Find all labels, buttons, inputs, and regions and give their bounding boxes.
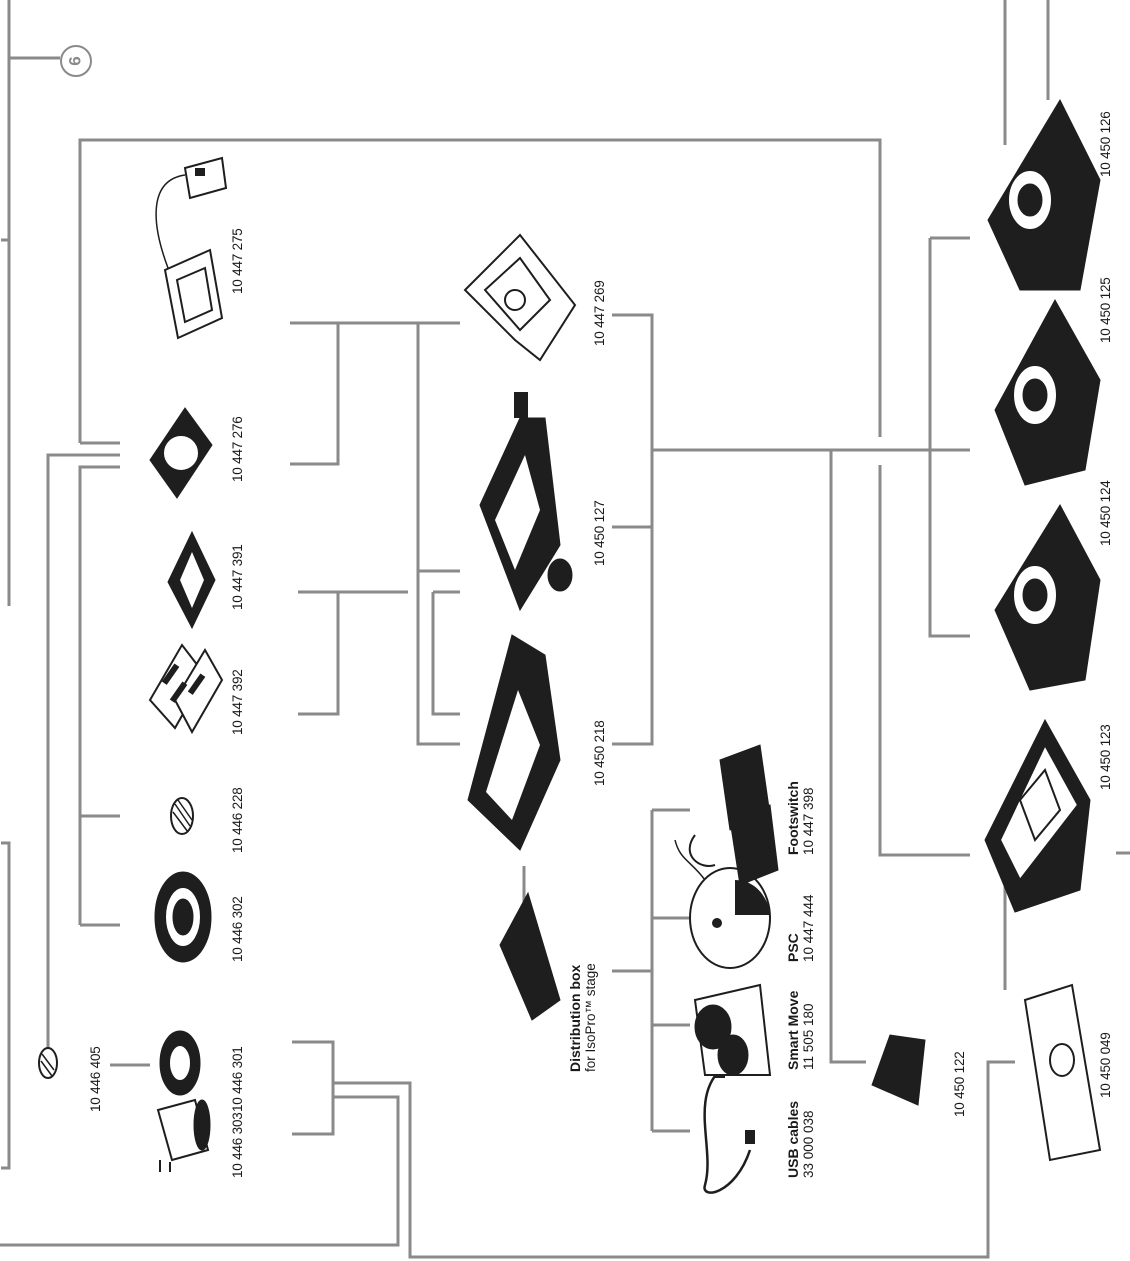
specimen-holder-218-illustration	[468, 635, 560, 850]
label-10446228: 10 446 228	[230, 787, 245, 853]
insert-plate-391-illustration	[168, 532, 215, 628]
label-10446303: 10 446 303	[230, 1112, 245, 1178]
smart-move-illustration	[695, 985, 770, 1075]
smart-move-label: Smart Move 11 505 180	[786, 991, 816, 1070]
insert-frame-269-illustration	[465, 235, 575, 360]
ring-301-illustration	[160, 1031, 200, 1095]
usb-cable-illustration	[705, 1064, 755, 1193]
distribution-box-label: Distribution box for IsoPro™ stage	[568, 963, 598, 1072]
label-10450125: 10 450 125	[1098, 277, 1113, 343]
footswitch-illustration	[690, 745, 778, 885]
label-10450122: 10 450 122	[952, 1051, 967, 1117]
distribution-box-subtitle: for IsoPro™ stage	[583, 963, 598, 1072]
label-10450218: 10 450 218	[592, 720, 607, 786]
stage-125-illustration	[995, 300, 1100, 485]
psc-label: PSC 10 447 444	[786, 894, 816, 962]
section-marker: 6	[60, 45, 92, 77]
smart-move-title: Smart Move	[786, 991, 801, 1070]
label-10446301: 10 446 301	[230, 1046, 245, 1112]
rotating-stage-illustration	[155, 872, 211, 962]
label-10450049: 10 450 049	[1098, 1032, 1113, 1098]
section-marker-number: 6	[66, 56, 86, 65]
insert-plate-276-illustration	[150, 408, 212, 498]
stage-123-illustration	[985, 720, 1090, 912]
label-10447392: 10 447 392	[230, 669, 245, 735]
psc-title: PSC	[786, 894, 801, 962]
usb-cables-label: USB cables 33 000 038	[786, 1101, 816, 1178]
filter-405-illustration	[39, 1048, 57, 1078]
distribution-box-illustration	[500, 893, 560, 1020]
distribution-box-title: Distribution box	[568, 963, 583, 1072]
label-10446302: 10 446 302	[230, 896, 245, 962]
heating-insert-illustration	[156, 158, 226, 338]
stage-124-illustration	[995, 505, 1100, 690]
usb-cables-title: USB cables	[786, 1101, 801, 1178]
label-10446405: 10 446 405	[88, 1046, 103, 1112]
insert-plate-392-illustration	[150, 645, 222, 732]
label-10447391: 10 447 391	[230, 544, 245, 610]
smart-move-number: 11 505 180	[801, 991, 816, 1070]
label-10450123: 10 450 123	[1098, 724, 1113, 790]
label-10447276: 10 447 276	[230, 416, 245, 482]
stage-049-illustration	[1025, 985, 1100, 1160]
stage-122-illustration	[872, 1035, 925, 1105]
label-10447275: 10 447 275	[230, 228, 245, 294]
label-10450127: 10 450 127	[592, 500, 607, 566]
psc-number: 10 447 444	[801, 894, 816, 962]
footswitch-label: Footswitch 10 447 398	[786, 781, 816, 855]
specimen-holder-127-illustration	[480, 392, 572, 610]
condenser-303-illustration	[158, 1100, 210, 1172]
label-10450126: 10 450 126	[1098, 111, 1113, 177]
footswitch-number: 10 447 398	[801, 781, 816, 855]
filter-228-illustration	[171, 798, 193, 834]
label-10450124: 10 450 124	[1098, 480, 1113, 546]
label-10447269: 10 447 269	[592, 280, 607, 346]
footswitch-title: Footswitch	[786, 781, 801, 855]
usb-cables-number: 33 000 038	[801, 1101, 816, 1178]
